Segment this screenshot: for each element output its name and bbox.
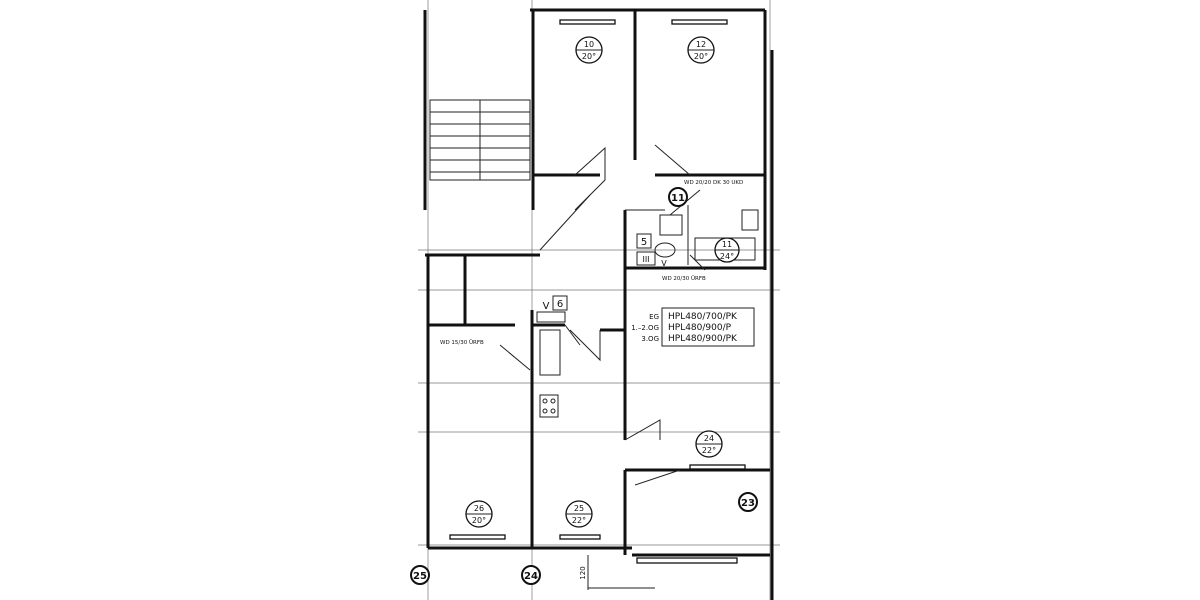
svg-text:24°: 24° [720,252,734,261]
svg-text:24: 24 [524,571,538,582]
heater-spec-legend: EG HPL480/700/PK 1.–2.OG HPL480/900/P 3.… [631,307,755,347]
svg-text:20°: 20° [472,516,486,525]
note-bath-wall-lower: WD 20/30 ÜRFB [662,275,706,282]
svg-text:V: V [543,301,550,312]
svg-text:10: 10 [584,40,594,49]
svg-text:20°: 20° [694,52,708,61]
axis-marker-24: 24 [521,565,541,585]
svg-text:25: 25 [413,571,427,582]
svg-text:24: 24 [704,434,714,443]
room-label-25: 25 22° [565,500,593,528]
door-swings [539,144,691,486]
room-label-24: 24 22° [695,430,723,458]
svg-text:1.–2.OG: 1.–2.OG [631,324,659,332]
svg-text:6: 6 [557,299,563,310]
svg-text:12: 12 [696,40,706,49]
svg-text:HPL480/900/PK: HPL480/900/PK [668,334,738,344]
room-label-10: 10 20° [575,36,603,64]
svg-text:25: 25 [574,504,584,513]
svg-text:5: 5 [641,237,647,248]
bath-tags: 5 III V [636,233,667,268]
svg-text:11: 11 [671,193,685,204]
svg-text:HPL480/900/P: HPL480/900/P [668,323,732,333]
svg-text:23: 23 [741,498,755,509]
svg-text:EG: EG [649,313,659,321]
room-label-26: 26 20° [465,500,493,528]
room-label-12: 12 20° [687,36,715,64]
axis-marker-11: 11 [668,187,688,207]
kitchen-fixtures [536,311,566,418]
svg-text:120: 120 [579,566,587,579]
svg-text:HPL480/700/PK: HPL480/700/PK [668,312,738,322]
axis-marker-23: 23 [738,492,758,512]
staircase [429,99,531,181]
svg-text:22°: 22° [572,516,586,525]
svg-text:20°: 20° [582,52,596,61]
svg-text:11: 11 [722,240,732,249]
svg-text:26: 26 [474,504,484,513]
axis-marker-25: 25 [410,565,430,585]
svg-text:22°: 22° [702,446,716,455]
walls [423,8,774,600]
note-bath-wall-upper: WD 20/20 DK 30 UKD [684,180,743,186]
svg-text:3.OG: 3.OG [641,335,659,343]
radiators [449,19,746,564]
kitchen-tags: V 6 [543,295,568,312]
dimension-120: 120 [579,555,655,590]
note-kitchen-wall: WD 15/30 ÜRFB [440,339,484,346]
room-label-11: 11 24° [714,237,740,263]
svg-text:V: V [661,259,667,268]
svg-text:III: III [642,255,649,264]
